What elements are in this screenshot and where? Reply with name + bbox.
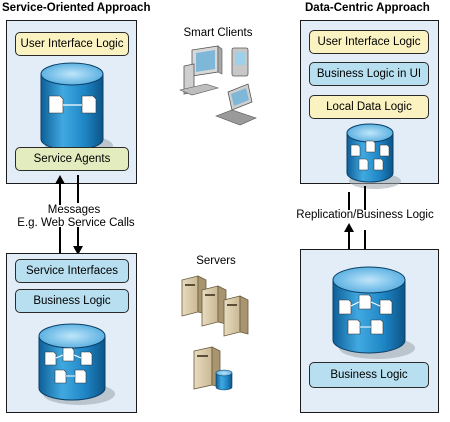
- smart-clients-label: Smart Clients: [183, 27, 253, 39]
- right-client-panel: User Interface Logic Business Logic in U…: [300, 20, 439, 189]
- service-interfaces-box: Service Interfaces: [15, 259, 129, 283]
- server-database-icon: [193, 346, 233, 391]
- left-server-panel: Service Interfaces Business Logic: [6, 253, 137, 413]
- messages-arrows: [55, 175, 83, 255]
- replication-label: Replication/Business Logic: [296, 209, 434, 221]
- messages-label: Messages: [47, 204, 101, 216]
- right-business-logic-box: Business Logic: [309, 362, 429, 388]
- left-client-database-icon: [40, 62, 113, 157]
- left-server-database-icon: [38, 323, 115, 405]
- right-server-database-icon: [332, 266, 415, 359]
- left-business-logic-box: Business Logic: [15, 289, 129, 313]
- local-database-icon: [346, 123, 401, 189]
- servers-label: Servers: [196, 255, 236, 267]
- right-server-panel: Business Logic: [300, 249, 439, 413]
- left-ui-logic-box: User Interface Logic: [15, 32, 129, 56]
- right-ui-logic-box: User Interface Logic: [309, 30, 429, 54]
- service-oriented-title: Service-Oriented Approach: [2, 2, 151, 14]
- data-centric-title: Data-Centric Approach: [305, 2, 430, 14]
- web-service-calls-label: E.g. Web Service Calls: [17, 217, 135, 229]
- left-client-panel: User Interface Logic Service Agents: [6, 20, 137, 184]
- local-data-logic-box: Local Data Logic: [309, 95, 429, 119]
- service-agents-box: Service Agents: [15, 147, 129, 171]
- smart-clients-icon: [179, 45, 257, 126]
- business-logic-in-ui-box: Business Logic in UI: [309, 62, 429, 86]
- servers-icon: [181, 275, 249, 337]
